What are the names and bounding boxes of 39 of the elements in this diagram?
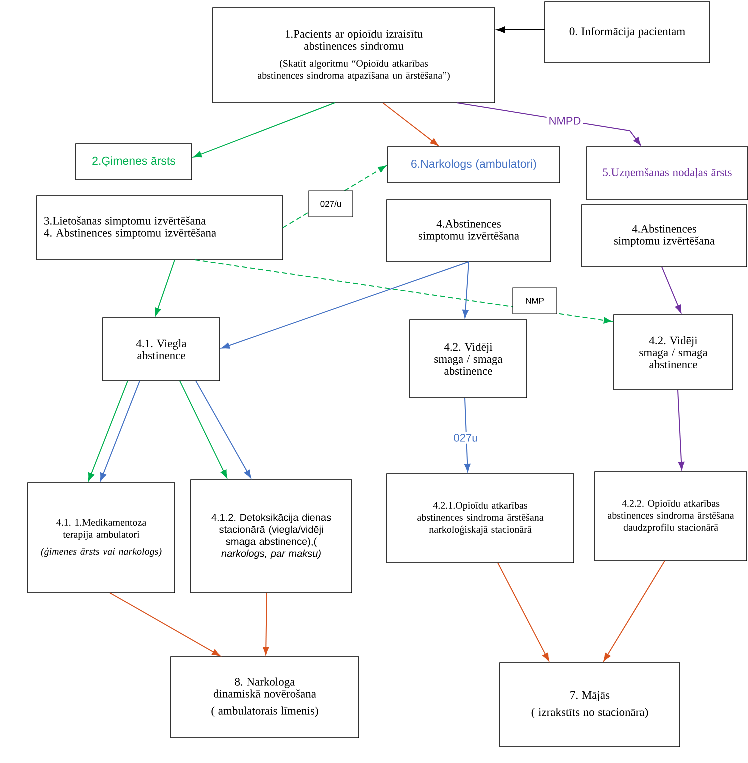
arrow — [263, 592, 270, 656]
edge-label: NMPD — [546, 115, 584, 127]
arrow — [662, 266, 682, 314]
process-box: 3.Lietošanas simptomu izvērtēšana 4. Abstinences simptomu izvērtēšana — [36, 196, 284, 260]
arrow — [88, 380, 128, 482]
process-box: 8. Narkologa dinamiskā novērošana ( ambulatorais līmenis) — [170, 656, 360, 738]
edge-label: NMP — [512, 288, 558, 314]
arrow — [462, 262, 470, 318]
process-box: 4.2.1.Opioīdu atkarības abstinences sindroma ārstēšana narkoloģiskajā stacionārā — [386, 474, 574, 564]
arrow — [110, 592, 221, 656]
process-box: 4.Abstinences simptomu izvērtēšana — [582, 204, 748, 268]
arrow — [498, 562, 550, 662]
process-box: 4.2. Vidēji smaga / smaga abstinence — [410, 320, 528, 398]
process-box: 4.2.2. Opioīdu atkarības abstinences sindroma ārstēšana daudzprofilu stacionārā — [594, 472, 748, 562]
edge-label: 027u — [452, 432, 480, 444]
process-box: 4.2. Vidēji smaga / smaga abstinence — [614, 314, 734, 390]
arrow — [496, 26, 546, 34]
process-box: 4.1. 1.Medikamentoza terapija ambulatori (ģimenes ārsts vai narkologs) — [28, 482, 176, 594]
process-box: 2.Ģimenes ārsts — [76, 144, 192, 180]
arrow — [194, 102, 336, 158]
arrow — [155, 260, 176, 316]
arrow — [382, 102, 439, 146]
arrow — [196, 380, 252, 479]
process-box: 0. Informācija pacientam — [544, 2, 710, 64]
arrow — [194, 260, 612, 324]
arrow — [180, 380, 228, 479]
edge-label: 027/u — [308, 190, 354, 218]
process-box: 6.Narkologs (ambulatori) — [388, 146, 560, 184]
process-box: 4.1.2. Detoksikācija dienas stacionārā (viegla/vidēji smaga abstinence),( narkologs, par maksu) — [190, 480, 352, 594]
process-box: 7. Mājās ( izrakstīts no stacionāra) — [500, 662, 680, 748]
process-box: 4.1. Viegla abstinence — [102, 318, 220, 382]
arrow — [604, 560, 666, 662]
process-box: 4.Abstinences simptomu izvērtēšana — [386, 200, 552, 262]
process-box: 5.Uzņemšanas nodaļas ārsts — [586, 146, 748, 200]
process-box: 1.Pacients ar opioīdu izraisītu abstinences sindromu (Skatīt algoritmu “Opioīdu atkarības abstinences sindroma atpazīšana un ārstēšana”) — [212, 8, 496, 104]
arrow — [100, 380, 140, 482]
arrow — [464, 398, 471, 472]
arrow — [678, 390, 685, 470]
arrow — [222, 262, 470, 349]
